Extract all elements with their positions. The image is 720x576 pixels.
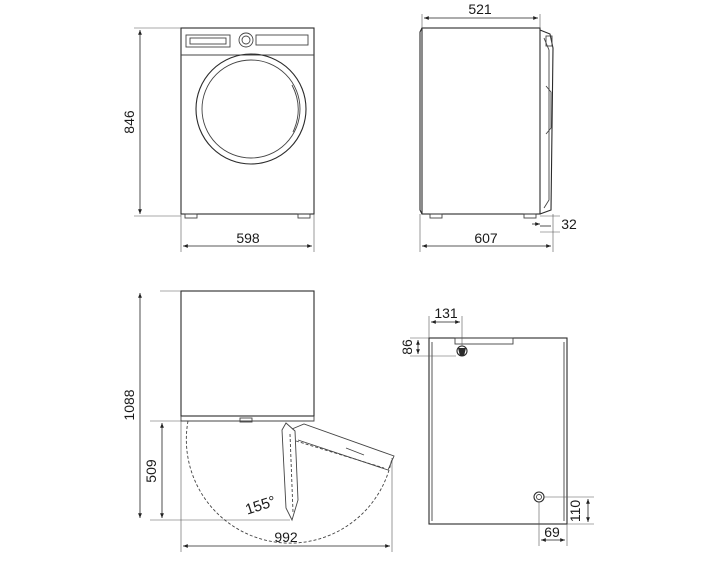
side-view: 521 607 32 xyxy=(419,1,577,252)
side-depth-label: 521 xyxy=(468,1,492,17)
display-panel xyxy=(255,34,309,46)
door-handle-top xyxy=(345,447,365,456)
drain-hose xyxy=(533,491,545,503)
front-foot-left xyxy=(184,213,198,219)
top-handle xyxy=(239,417,253,423)
detergent-drawer xyxy=(185,34,231,48)
side-offset-label: 32 xyxy=(561,216,577,232)
back-view: 131 86 110 69 xyxy=(399,305,594,546)
side-foot-back xyxy=(429,213,443,219)
hose-offset-x-label: 131 xyxy=(434,305,458,321)
front-view: 846 598 xyxy=(121,27,315,252)
door-open-dash xyxy=(289,433,294,513)
door-depth-label: 509 xyxy=(143,459,159,483)
side-back-edge xyxy=(419,27,423,215)
side-door-profile xyxy=(539,29,554,215)
program-knob xyxy=(238,32,254,48)
side-door-handle xyxy=(545,85,552,135)
side-drawer xyxy=(545,35,553,47)
top-front-panel xyxy=(180,416,315,422)
side-total-depth-label: 607 xyxy=(474,230,498,246)
drain-hose-inner xyxy=(536,494,542,500)
water-inlet-icon xyxy=(458,348,466,356)
door-angle-label: 155° xyxy=(243,493,278,519)
front-width-label: 598 xyxy=(236,230,260,246)
side-body xyxy=(421,27,541,215)
door-open-outline xyxy=(281,422,299,522)
side-door-inner xyxy=(543,37,550,209)
back-top-rail xyxy=(454,337,514,345)
door-inner-ring xyxy=(201,59,301,159)
front-height-label: 846 xyxy=(121,110,137,134)
top-total-depth-label: 1088 xyxy=(121,389,137,420)
door-swing-dash xyxy=(295,440,385,469)
top-total-width-label: 992 xyxy=(274,529,298,545)
front-body xyxy=(180,27,315,215)
program-knob-inner xyxy=(241,35,251,45)
drain-offset-label: 69 xyxy=(544,524,560,540)
door-outer-ring xyxy=(195,53,307,165)
drain-height-label: 110 xyxy=(567,500,583,523)
door-swing-arc xyxy=(185,420,393,544)
hose-offset-y-label: 86 xyxy=(399,339,415,355)
top-body xyxy=(180,290,315,417)
front-foot-right xyxy=(297,213,311,219)
door-handle xyxy=(291,84,299,133)
back-body xyxy=(428,337,568,525)
top-view: 1088 509 992 155° xyxy=(121,290,395,552)
drawer-handle xyxy=(189,37,227,45)
door-swing-outline xyxy=(291,423,395,471)
side-foot-front xyxy=(523,213,537,219)
